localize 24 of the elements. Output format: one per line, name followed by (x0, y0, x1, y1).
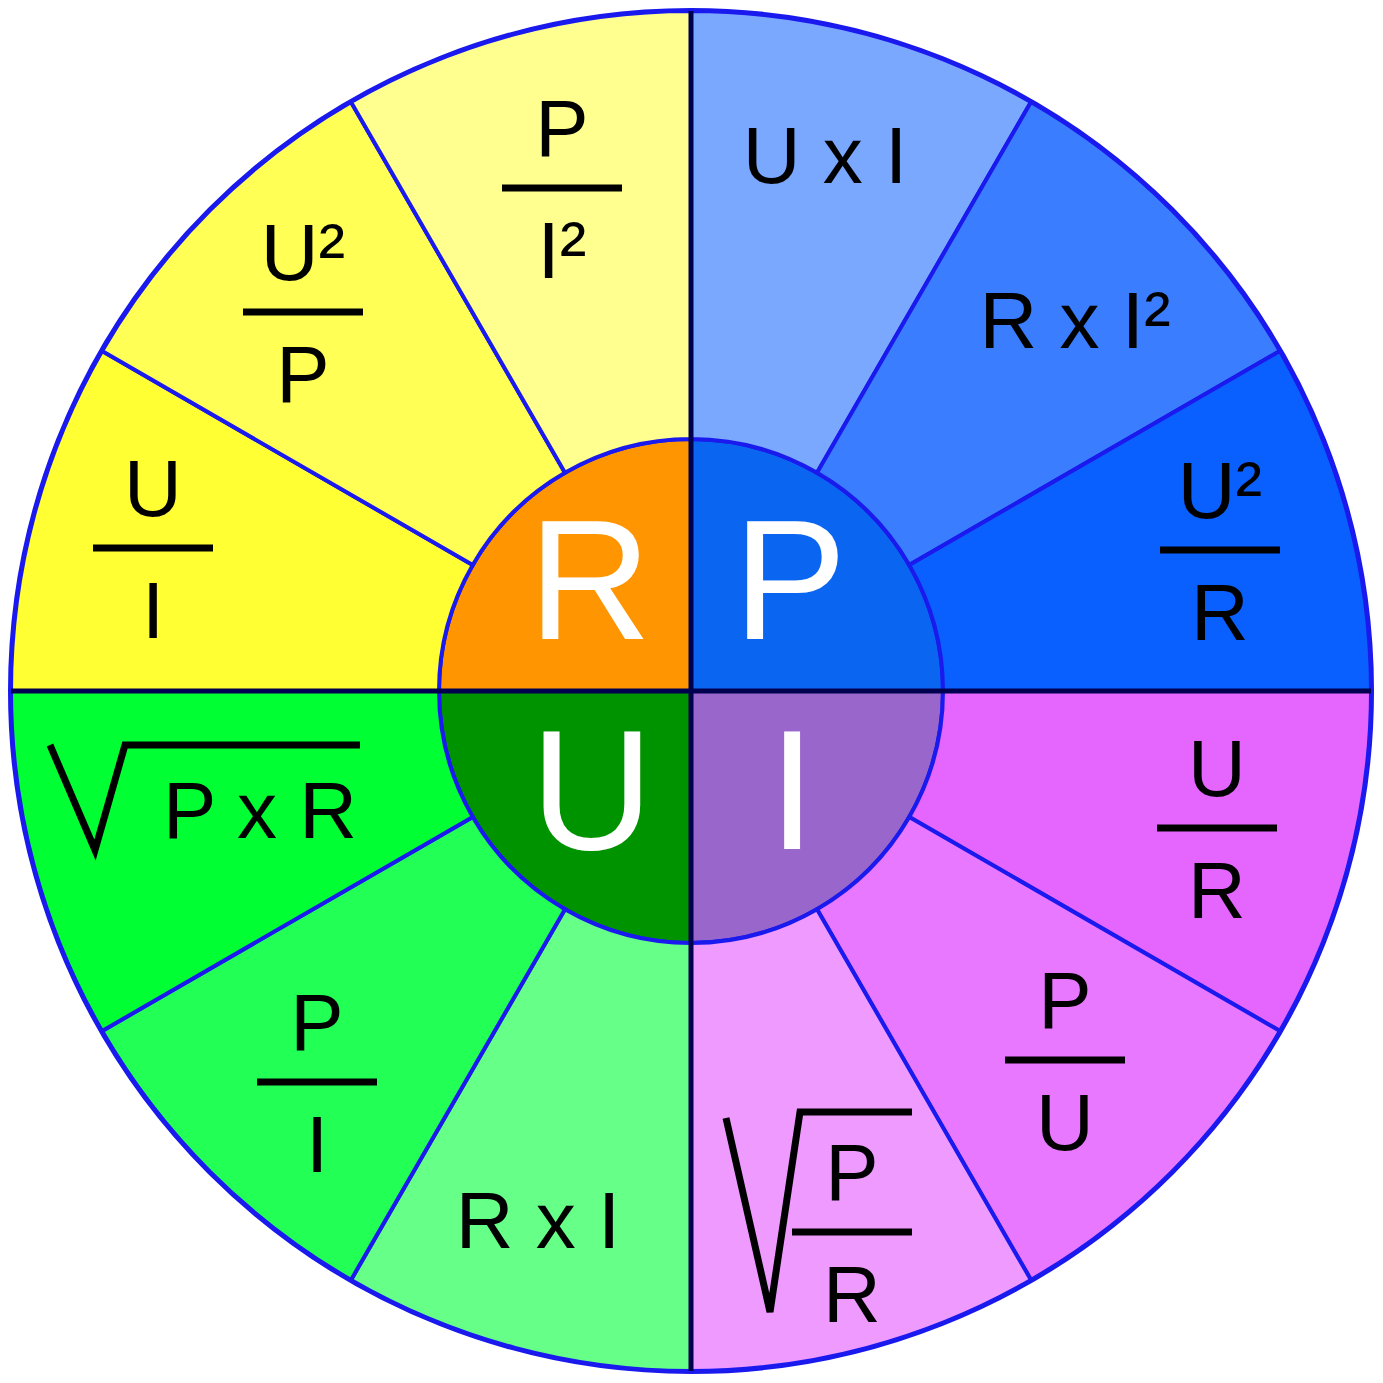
formula-denominator: I (141, 565, 165, 655)
formula-text: U x I (742, 110, 908, 200)
formula-numerator: U (124, 443, 182, 533)
formula-denominator: R (1191, 567, 1249, 657)
quantity-letter: R (528, 485, 652, 675)
quantity-letter: P (733, 485, 847, 675)
formula-numerator: P (290, 977, 344, 1067)
formula-denominator: I² (537, 205, 587, 295)
quantity-letter: U (530, 695, 654, 885)
formula-text: R x I (455, 1175, 621, 1265)
formula-numerator: U² (1177, 445, 1263, 535)
formula-denominator: R (1188, 845, 1246, 935)
formula-numerator: P (1038, 955, 1092, 1045)
formula-numerator: U² (260, 207, 346, 297)
formula-numerator: U (1188, 723, 1246, 813)
formula-numerator: P (535, 83, 589, 173)
formula-denominator: R (823, 1249, 881, 1339)
formula-text: R x I² (979, 275, 1171, 365)
formula-text: P x R (162, 765, 358, 855)
quantity-letter: I (768, 695, 816, 885)
formula-denominator: U (1036, 1077, 1094, 1167)
formula-denominator: I (305, 1099, 329, 1189)
formula-denominator: P (276, 329, 330, 419)
formula-numerator: P (825, 1127, 879, 1217)
